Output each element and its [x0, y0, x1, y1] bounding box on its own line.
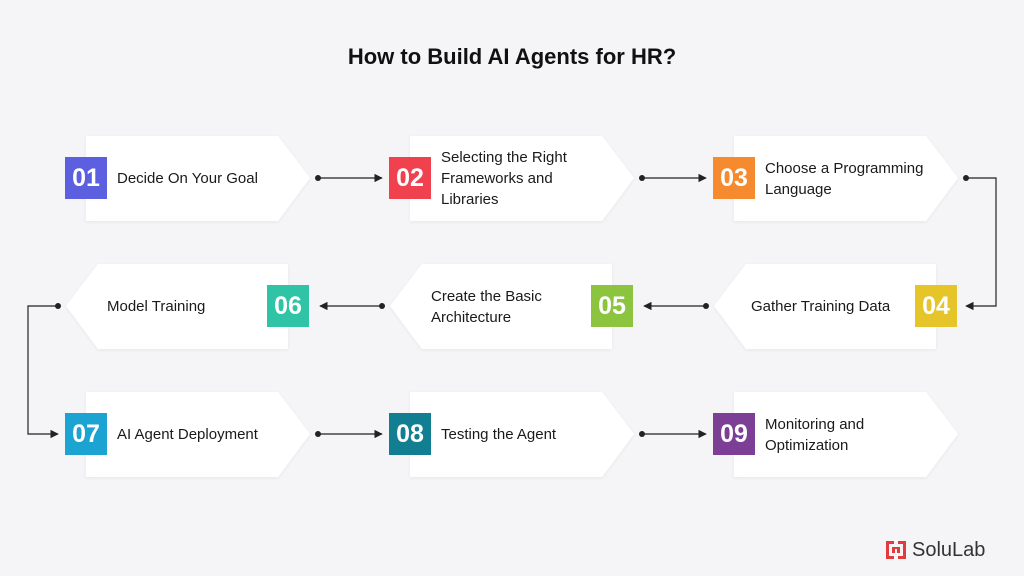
page-title: How to Build AI Agents for HR?	[347, 44, 677, 69]
step-number-01: 01	[65, 157, 107, 199]
step-card-03	[734, 136, 958, 221]
connector-06-07	[27, 305, 59, 439]
step-number-08: 08	[389, 413, 431, 455]
step-label-08: Testing the Agent	[441, 426, 557, 443]
step-number-02: 02	[389, 157, 431, 199]
brand-name: SoluLab	[912, 538, 986, 561]
step-label-03: Choose a Programming Language	[765, 159, 924, 198]
step-card-06	[66, 264, 288, 349]
step-number-06: 06	[267, 285, 309, 327]
connector-03-04	[965, 177, 997, 311]
step-card-01	[86, 136, 310, 221]
step-label-04: Gather Training Data	[751, 298, 891, 315]
step-label-01: Decide On Your Goal	[117, 170, 258, 187]
step-card-07	[86, 392, 310, 477]
step-card-04	[714, 264, 936, 349]
step-label-07: AI Agent Deployment	[117, 426, 258, 443]
step-card-05	[390, 264, 612, 349]
step-card-02	[410, 136, 634, 221]
step-card-09	[734, 392, 958, 477]
step-number-05: 05	[591, 285, 633, 327]
step-card-08	[410, 392, 634, 477]
step-label-06: Model Training	[107, 298, 206, 315]
step-label-02: Selecting the Right Frameworks and Libra…	[441, 149, 567, 208]
step-number-09: 09	[713, 413, 755, 455]
step-number-03: 03	[713, 157, 755, 199]
step-number-07: 07	[65, 413, 107, 455]
brand-logo: SoluLab	[886, 538, 985, 562]
step-number-04: 04	[915, 285, 957, 327]
step-label-09: Monitoring and Optimization	[765, 415, 865, 454]
solulab-logo-icon	[886, 541, 906, 559]
step-label-05: Create the Basic Architecture	[431, 287, 542, 326]
